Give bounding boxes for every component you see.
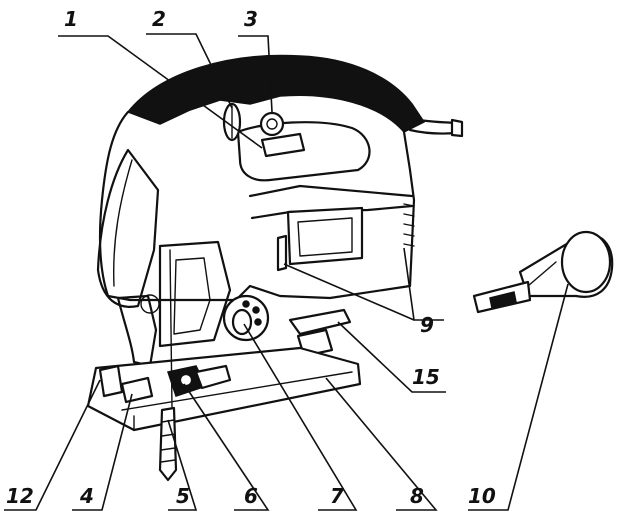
handle-grip (126, 54, 426, 133)
callout-9: 9 (420, 313, 434, 337)
callout-15: 15 (412, 365, 440, 389)
callout-1: 1 (64, 7, 78, 31)
dust-adapter (472, 230, 614, 314)
callout-10: 10 (468, 484, 496, 508)
shoe-lever (288, 308, 352, 336)
callout-5: 5 (176, 484, 190, 508)
callout-2: 2 (152, 7, 166, 31)
blade-guard (116, 294, 158, 368)
speed-wheel (259, 111, 285, 137)
callout-4: 4 (79, 484, 94, 508)
callout-7: 7 (330, 484, 344, 508)
callout-6: 6 (244, 484, 258, 508)
jigsaw-illustration (86, 54, 464, 482)
front-guard (96, 148, 160, 308)
guide-roller (98, 364, 124, 398)
callout-12: 12 (6, 484, 34, 508)
callout-3: 3 (244, 7, 258, 31)
leader-lines (4, 33, 569, 511)
callout-8: 8 (410, 484, 424, 508)
ventilation-slots (403, 203, 415, 247)
saw-blade (158, 406, 178, 482)
handle-opening (236, 121, 371, 182)
trigger-switch (260, 132, 306, 158)
callout-labels: 1 2 3 4 5 6 7 8 9 10 12 15 (6, 7, 496, 508)
